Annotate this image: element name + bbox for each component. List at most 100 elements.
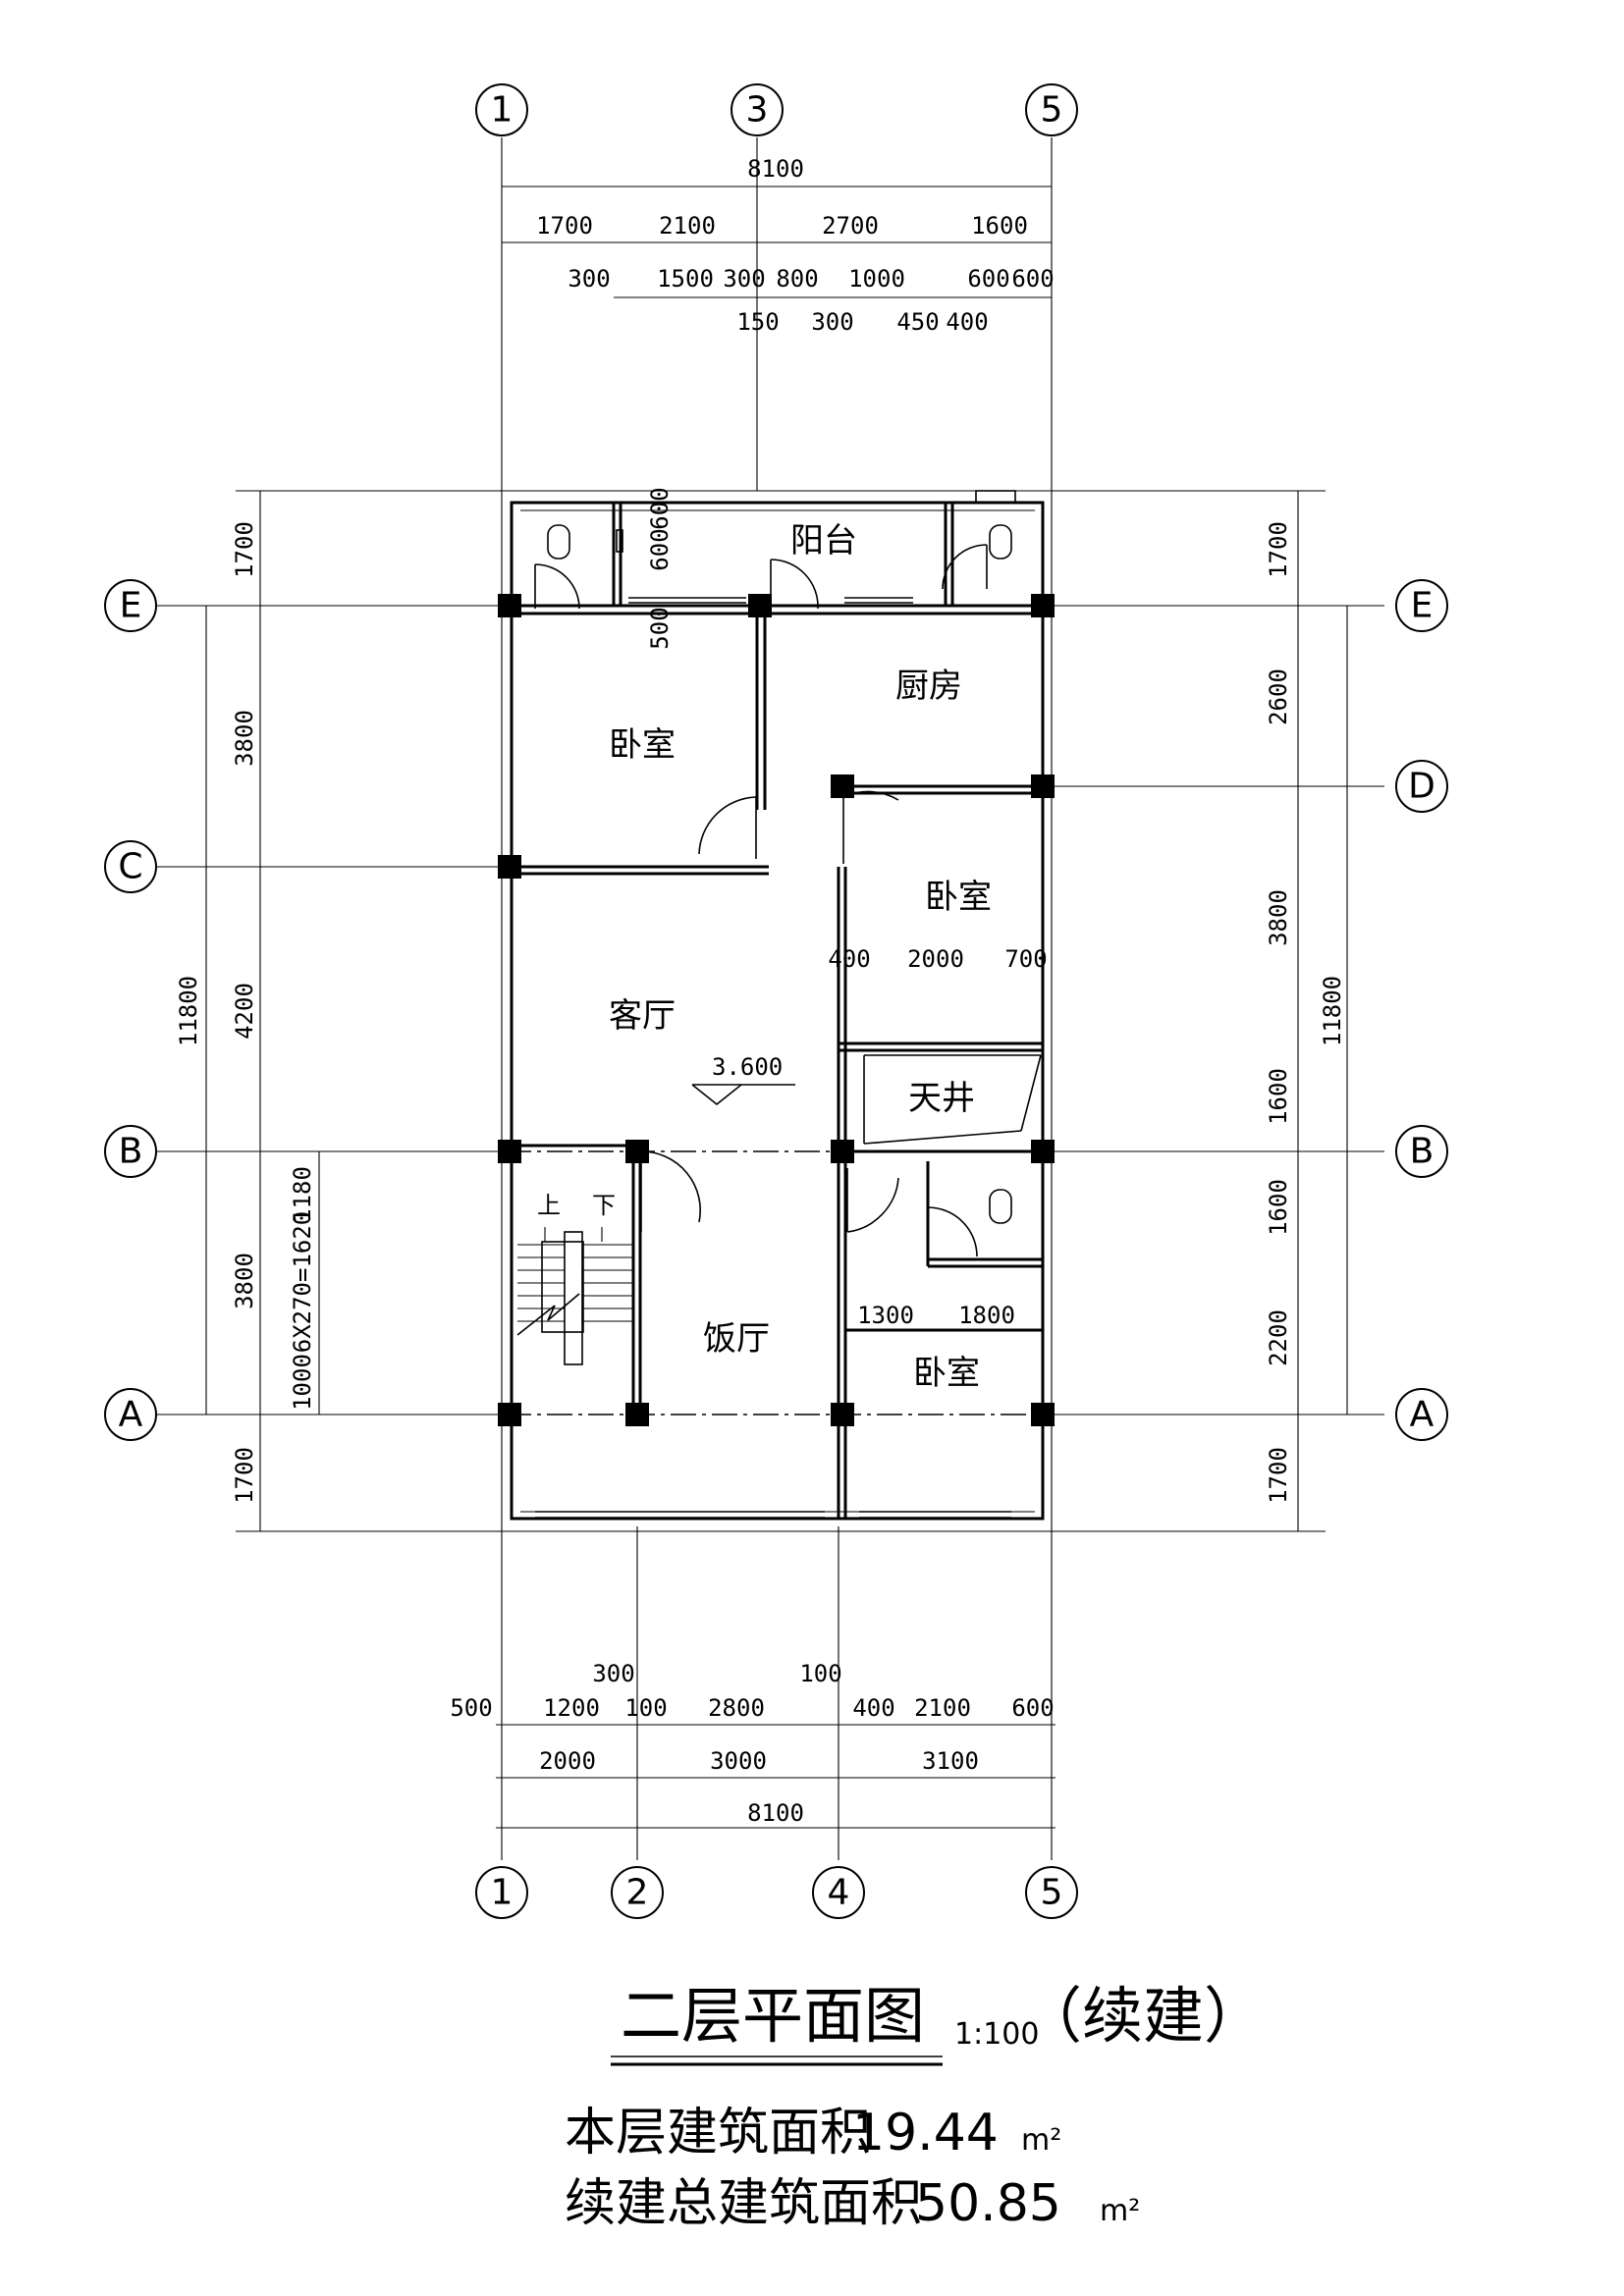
- drawing-note: （续建）: [1021, 1980, 1265, 2052]
- room-label-lightwell: 天井: [908, 1079, 975, 1118]
- svg-text:E: E: [1411, 586, 1434, 626]
- dim-top-row2: 300: [568, 265, 610, 293]
- stair-down-label: 下: [592, 1192, 616, 1219]
- dim-bottom-row1: 600: [1011, 1694, 1054, 1722]
- dim-bottom-row2: 3000: [710, 1747, 767, 1775]
- staircase: [516, 1227, 633, 1365]
- column: [831, 1403, 854, 1426]
- dim-left-outer: 3800: [231, 1253, 258, 1309]
- column: [1031, 594, 1055, 617]
- dim-top-row1: 1700: [536, 212, 593, 240]
- dim-balcony: 600: [646, 528, 674, 570]
- stair-flight: [541, 1241, 584, 1333]
- windows: [535, 490, 1016, 1519]
- svg-text:5: 5: [1041, 90, 1063, 131]
- axis-left-B: B: [104, 1125, 157, 1178]
- level-mark: 3.600: [691, 1053, 795, 1106]
- room-label-dining: 饭厅: [703, 1319, 770, 1359]
- axis-right-A: A: [1395, 1388, 1448, 1441]
- axis-bottom-5: 5: [1025, 1866, 1078, 1919]
- column: [498, 855, 521, 879]
- dimension-frame: [205, 186, 1348, 1829]
- dim-left-total: 11800: [175, 976, 202, 1046]
- dim-top-total: 8100: [747, 155, 804, 183]
- dim-bottom-row1: 100: [799, 1660, 841, 1687]
- axis-right-E: E: [1395, 579, 1448, 632]
- axis-right-D: D: [1395, 760, 1448, 813]
- dim-bedroom-e: 400: [828, 945, 870, 973]
- floor-area-unit: m²: [1021, 2123, 1061, 2158]
- column: [498, 1140, 521, 1163]
- column: [1031, 774, 1055, 798]
- dim-left-outer: 3800: [231, 710, 258, 767]
- stair-up-label: 上: [537, 1192, 561, 1219]
- dim-top-row2: 800: [776, 265, 818, 293]
- svg-text:A: A: [119, 1395, 143, 1435]
- toilets: [547, 524, 1012, 1224]
- room-label-kitchen: 厨房: [895, 667, 962, 706]
- dim-top-row3: 400: [946, 308, 988, 336]
- svg-text:B: B: [1410, 1132, 1435, 1172]
- drawing-title: 二层平面图: [621, 1980, 925, 2052]
- dim-top-row1: 2700: [822, 212, 879, 240]
- dim-right-outer: 1700: [1265, 521, 1292, 578]
- axis-top-5: 5: [1025, 83, 1078, 136]
- svg-text:5: 5: [1041, 1873, 1063, 1913]
- dim-top-row2: 600: [967, 265, 1009, 293]
- dim-top-row1: 1600: [971, 212, 1028, 240]
- stair-break-line: [516, 1293, 580, 1336]
- room-label-living: 客厅: [609, 996, 676, 1036]
- dim-bottom-row1: 100: [624, 1694, 667, 1722]
- room-label-balcony: 阳台: [790, 521, 857, 561]
- axis-lines: [157, 137, 1384, 1860]
- room-label-bedroom-se: 卧室: [913, 1354, 980, 1393]
- svg-text:3: 3: [746, 90, 769, 131]
- dim-bottom-row1: 1200: [543, 1694, 600, 1722]
- axis-top-1: 1: [475, 83, 528, 136]
- dim-top-row2: 600: [1011, 265, 1054, 293]
- floor-area-value: 19.44: [852, 2104, 999, 2163]
- dim-right-outer: 2600: [1265, 668, 1292, 725]
- dim-balcony: 600: [646, 487, 674, 529]
- dim-right-outer: 2200: [1265, 1309, 1292, 1366]
- column: [498, 594, 521, 617]
- dim-top-row1: 2100: [659, 212, 716, 240]
- dim-right-outer: 3800: [1265, 889, 1292, 946]
- axis-bottom-1: 1: [475, 1866, 528, 1919]
- svg-text:A: A: [1410, 1395, 1435, 1435]
- dim-top-row2: 1500: [657, 265, 714, 293]
- drawing-scale: 1:100: [954, 2017, 1039, 2052]
- dim-bottom-row1: 300: [592, 1660, 634, 1687]
- dim-balcony: 500: [646, 607, 674, 649]
- room-label-bedroom-nw: 卧室: [609, 725, 676, 765]
- column: [625, 1403, 649, 1426]
- floor-area-label: 本层建筑面积: [565, 2104, 871, 2163]
- svg-text:D: D: [1408, 767, 1435, 807]
- svg-text:C: C: [118, 847, 142, 887]
- column: [1031, 1140, 1055, 1163]
- total-area-unit: m²: [1100, 2194, 1140, 2228]
- column: [625, 1140, 649, 1163]
- dim-top-row3: 450: [896, 308, 939, 336]
- dim-top-row2: 300: [723, 265, 765, 293]
- dim-left-stair: 1180: [289, 1166, 316, 1223]
- dim-left-outer: 1700: [231, 521, 258, 578]
- axis-bottom-4: 4: [812, 1866, 865, 1919]
- dim-left-outer: 1700: [231, 1447, 258, 1504]
- dim-bottom-row2: 3100: [922, 1747, 979, 1775]
- svg-text:4: 4: [828, 1873, 850, 1913]
- svg-text:1: 1: [491, 90, 514, 131]
- axis-right-B: B: [1395, 1125, 1448, 1178]
- dim-bedroom-se: 1300: [857, 1302, 914, 1329]
- svg-text:1: 1: [491, 1873, 514, 1913]
- dim-right-outer: 1600: [1265, 1068, 1292, 1125]
- dim-bottom-row2: 2000: [539, 1747, 596, 1775]
- dim-right-outer: 1600: [1265, 1179, 1292, 1236]
- axis-left-C: C: [104, 840, 157, 893]
- dim-bedroom-e: 700: [1004, 945, 1047, 973]
- dim-bottom-total: 8100: [747, 1799, 804, 1827]
- column: [831, 1140, 854, 1163]
